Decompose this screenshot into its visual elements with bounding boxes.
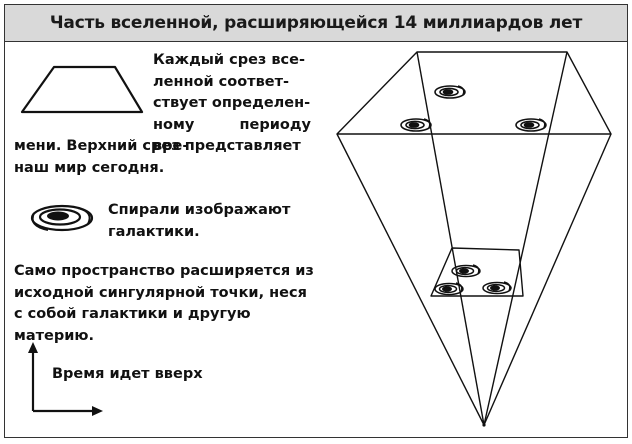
- title-bar: Часть вселенной, расширяющейся 14 миллиа…: [4, 4, 628, 42]
- slice-description: Каждый срез все- ленной соответ- ствует …: [153, 50, 311, 158]
- slice-line-4: ному периоду вре-: [153, 116, 311, 155]
- slice-line-3: ствует определен-: [153, 95, 311, 111]
- time-label: Время идет вверх: [52, 366, 203, 382]
- expansion-description: Само пространство расширяется из исходно…: [14, 263, 314, 344]
- slice-line-2: ленной соответ-: [153, 73, 290, 90]
- galaxy-description: Спирали изображают галактики.: [108, 202, 291, 240]
- slice-description-tail: мени. Верхний срез представляет наш мир …: [14, 138, 301, 176]
- slice-line-1: Каждый срез все-: [153, 52, 306, 68]
- diagram-title: Часть вселенной, расширяющейся 14 миллиа…: [49, 13, 583, 33]
